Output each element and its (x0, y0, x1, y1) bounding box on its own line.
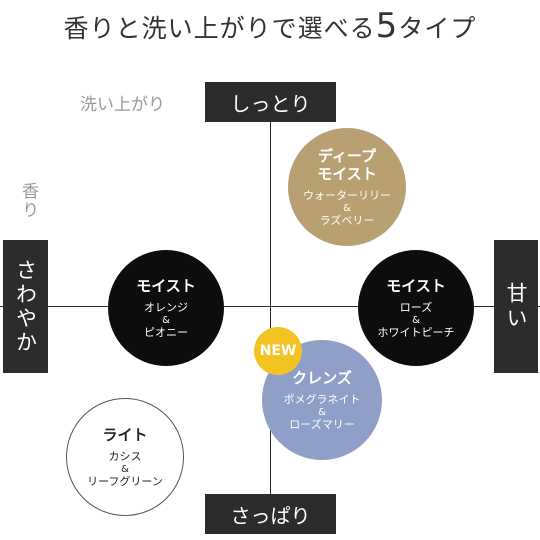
type-circle-deep-moist: ディープ モイスト ウォーターリリー & ラズベリー (288, 128, 406, 246)
title-number: 5 (375, 6, 399, 46)
type-circle-light: ライト カシス & リーフグリーン (66, 398, 184, 516)
type-name: クレンズ (292, 368, 352, 387)
type-name: ディープ モイスト (317, 147, 377, 183)
new-badge: NEW (254, 327, 302, 375)
type-name: ライト (102, 425, 148, 444)
page-title: 香りと洗い上がりで選べる5タイプ (0, 8, 540, 47)
type-scent-1: オレンジ (144, 300, 188, 314)
axis-label-right: 甘い (494, 240, 538, 373)
type-scent-amp: & (343, 202, 351, 214)
type-name-line1: ディープ (317, 146, 377, 165)
type-name-line2: モイスト (317, 164, 377, 183)
horizontal-axis-caption: 香り (18, 182, 38, 220)
type-scent-2: ホワイトピーチ (377, 325, 455, 339)
type-circle-moist-rose: モイスト ローズ & ホワイトピーチ (358, 250, 474, 366)
type-name: モイスト (136, 276, 196, 295)
axis-label-bottom: さっぱり (205, 494, 336, 534)
type-scent-amp: & (162, 314, 170, 326)
type-scent-2: リーフグリーン (87, 474, 163, 488)
type-scent-amp: & (121, 463, 129, 475)
axis-label-left: さわやか (3, 240, 48, 373)
type-scent-2: ローズマリー (289, 417, 355, 431)
type-name: モイスト (386, 276, 446, 295)
title-suffix: タイプ (398, 14, 477, 43)
type-scent-amp: & (412, 314, 420, 326)
type-scent-1: ウォーターリリー (303, 188, 391, 202)
type-scent-2: ラズベリー (319, 213, 375, 227)
type-scent-1: ポメグラネイト (283, 392, 361, 406)
type-scent-2: ピオニー (144, 325, 188, 339)
type-scent-1: ローズ (399, 300, 433, 314)
axis-label-top: しっとり (205, 82, 336, 122)
vertical-axis-line (270, 100, 271, 510)
type-scent-1: カシス (108, 449, 142, 463)
type-circle-moist-orange: モイスト オレンジ & ピオニー (108, 250, 224, 366)
type-scent-amp: & (318, 406, 326, 418)
title-main: 香りと洗い上がりで選べる (63, 14, 376, 43)
vertical-axis-caption: 洗い上がり (80, 95, 165, 115)
